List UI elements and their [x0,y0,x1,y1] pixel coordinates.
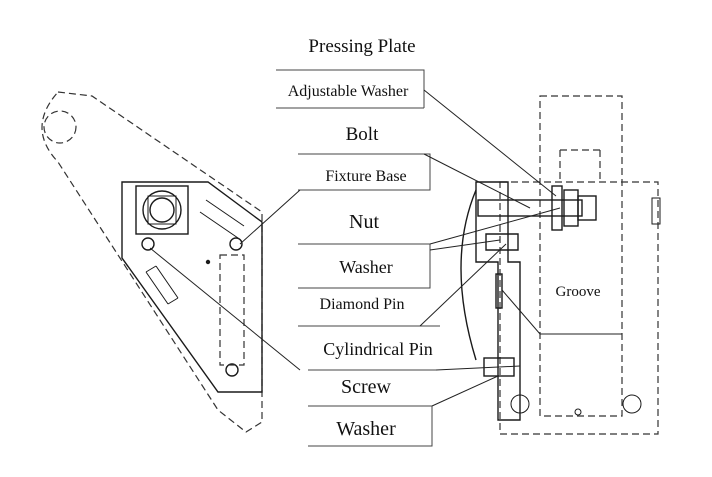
bottom-bolt-right [622,394,642,414]
bottom-bolt-left [510,394,530,414]
label-texts: Pressing Plate Adjustable Washer Bolt Fi… [288,36,601,440]
label-cylindrical-pin: Cylindrical Pin [323,339,433,359]
clamp-block [135,185,189,235]
leader-adjustable-washer [423,89,557,197]
right-tab [651,197,661,225]
center-dot [205,259,211,265]
groove-slot [495,273,503,309]
label-boxes [276,69,440,447]
adjustable-washer-right [551,185,563,231]
internal-slot [219,254,245,366]
label-bolt: Bolt [346,124,379,145]
label-groove: Groove [556,284,601,300]
label-washer-lower: Washer [336,418,396,440]
bottom-mark [574,408,582,416]
leader-washer-upper [429,239,501,251]
label-adjustable-washer: Adjustable Washer [288,83,409,100]
label-screw: Screw [341,376,392,398]
fixture-base-right [475,181,521,421]
screw-right [483,357,515,377]
leader-nut [429,207,561,245]
workpiece-outline-left [41,91,263,433]
label-pressing-plate: Pressing Plate [308,36,415,57]
leader-diamond-pin [419,243,507,327]
workpiece-hole [43,110,77,144]
clamp-nut-hex [147,195,177,225]
lower-hole-left [225,363,239,377]
leader-groove [501,289,622,335]
clamp-nut-outer [142,190,182,230]
workpiece-outline-right [539,95,623,417]
label-diamond-pin: Diamond Pin [320,296,405,313]
leader-fixture-base [239,189,301,245]
workpiece-steps [559,149,601,182]
label-fixture-base: Fixture Base [325,168,406,185]
leader-screw [435,365,521,371]
fixture-base-left [121,181,263,393]
bolt-end [577,195,597,221]
leader-washer-lower [431,375,499,407]
leader-bolt [423,153,531,209]
diamond-pin-right [485,233,519,251]
cylindrical-pin-left [141,237,155,251]
right-view [460,95,661,435]
leader-lines [149,89,622,407]
screw-slot-left [145,265,179,305]
label-nut: Nut [349,211,379,233]
diamond-pin-left [229,237,243,251]
nut-right [563,189,579,227]
leader-cylindrical-pin [149,247,301,371]
clamp-nut-inner [149,197,175,223]
left-view [41,91,263,433]
slanted-slot [199,199,245,239]
pressing-plate-arc [460,189,477,361]
label-washer-upper: Washer [339,257,393,277]
